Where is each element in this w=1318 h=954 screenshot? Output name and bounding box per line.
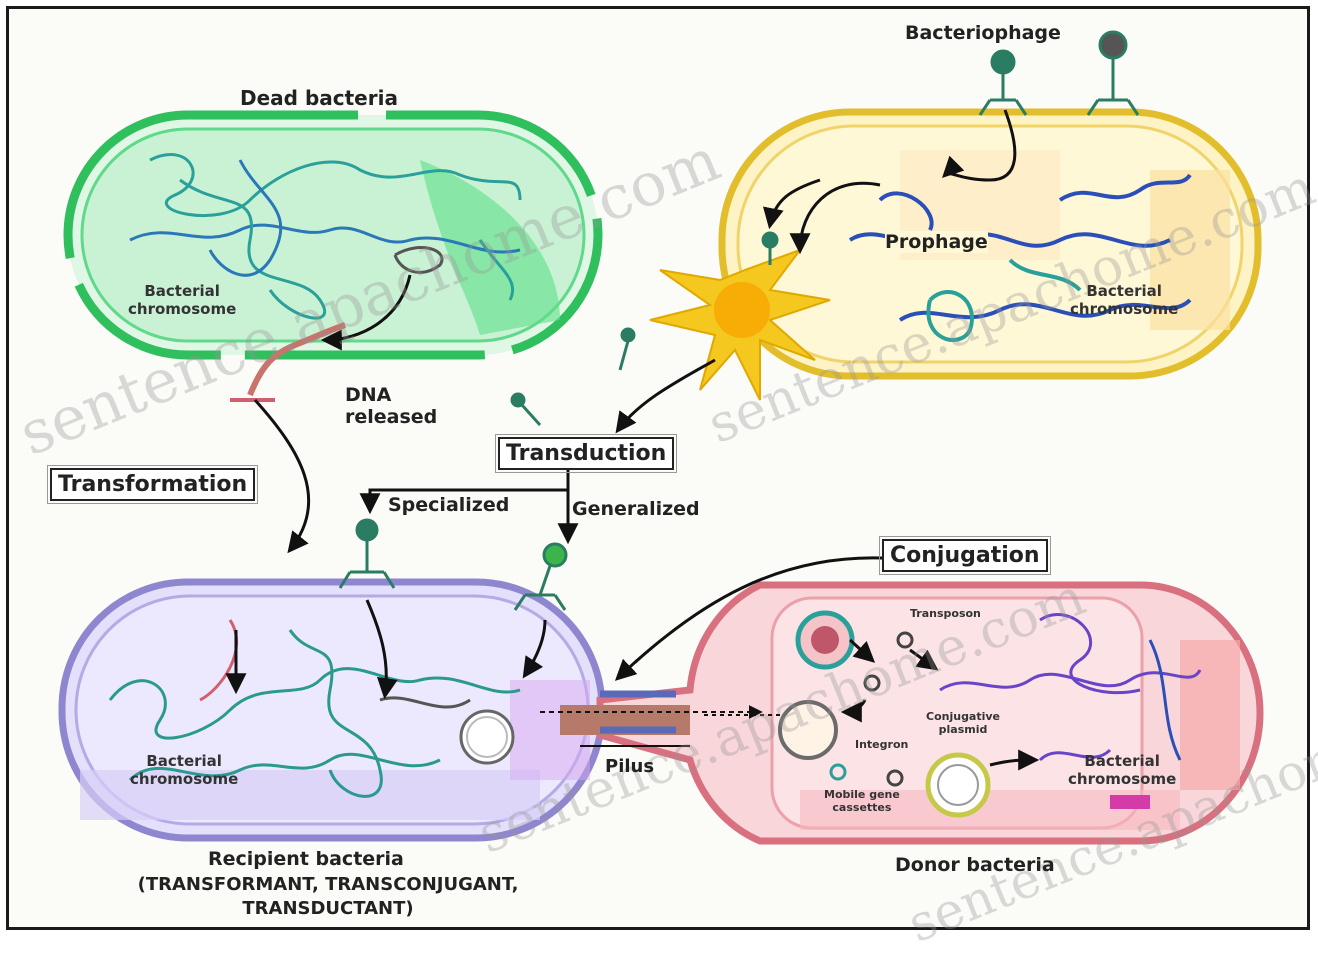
recipient-subtitle: (TRANSFORMANT, TRANSCONJUGANT, TRANSDUCT… bbox=[78, 873, 578, 921]
recipient-bacteria-label: Recipient bacteria bbox=[208, 848, 404, 870]
conjugative-plasmid-label: Conjugative plasmid bbox=[926, 710, 1000, 736]
transformation-box: Transformation bbox=[50, 468, 255, 501]
pilus-label: Pilus bbox=[605, 756, 654, 777]
dna-released-label: DNA released bbox=[345, 384, 437, 428]
prophage-label: Prophage bbox=[885, 231, 988, 253]
transduction-box: Transduction bbox=[498, 437, 674, 470]
bacteriophage-group-top bbox=[980, 32, 1138, 115]
transposon-label: Transposon bbox=[910, 607, 981, 620]
conjugation-box: Conjugation bbox=[882, 539, 1048, 572]
integron-label: Integron bbox=[855, 738, 908, 751]
lysogen-chromosome-label: Bacterial chromosome bbox=[1070, 282, 1178, 318]
donor-chromosome-label: Bacterial chromosome bbox=[1068, 752, 1176, 788]
recipient-plasmid bbox=[461, 711, 513, 763]
recipient-bacteria-cell bbox=[62, 582, 602, 838]
lysogen-bacteria-cell bbox=[722, 112, 1258, 376]
dead-bacteria-label: Dead bacteria bbox=[240, 86, 398, 110]
donor-bacteria-label: Donor bacteria bbox=[895, 854, 1055, 876]
mobile-gene-cassettes-label: Mobile gene cassettes bbox=[824, 788, 900, 814]
dead-cell-chromosome-label: Bacterial chromosome bbox=[128, 282, 236, 318]
generalized-label: Generalized bbox=[572, 498, 700, 520]
specialized-label: Specialized bbox=[388, 494, 509, 516]
bacteriophage-label: Bacteriophage bbox=[905, 22, 1061, 44]
recipient-chromosome-label: Bacterial chromosome bbox=[130, 752, 238, 788]
